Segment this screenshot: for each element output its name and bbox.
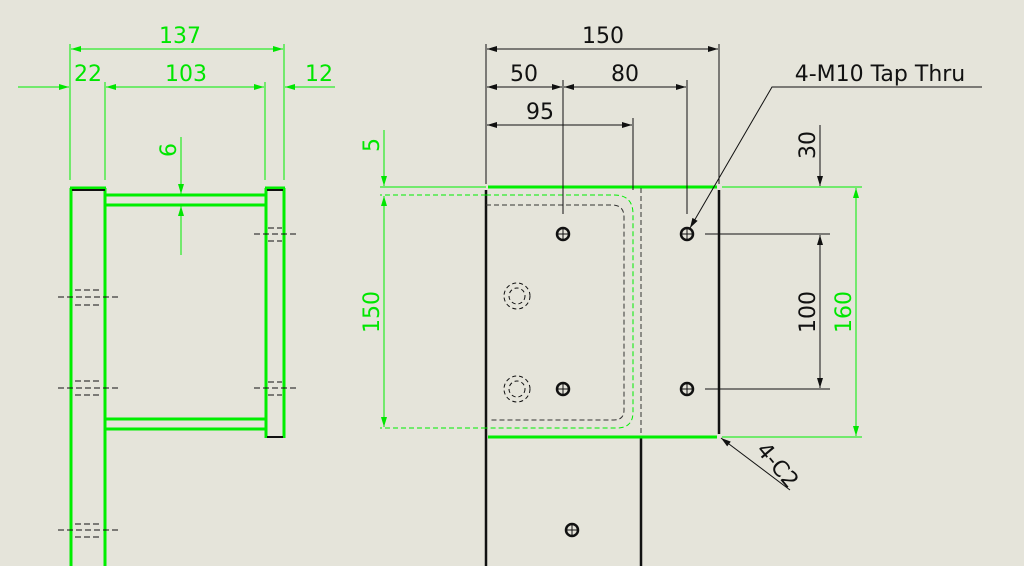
dim-12[interactable]: 12 [305,62,333,87]
hidden-holes [58,227,296,538]
dim-80[interactable]: 80 [611,62,639,87]
dim-6[interactable]: 6 [157,143,182,157]
side-dim-lines [18,44,335,255]
dim-137[interactable]: 137 [159,24,201,49]
dim-22[interactable]: 22 [74,62,102,87]
front-view-outline[interactable] [484,190,721,566]
dim-160[interactable]: 160 [832,291,857,333]
dim-150-height[interactable]: 150 [360,291,385,333]
dim-103[interactable]: 103 [165,62,207,87]
hole-callout[interactable]: 4-M10 Tap Thru [795,62,966,87]
hidden-counterbores [503,282,531,403]
front-green-dim-lines [380,130,862,438]
dim-30[interactable]: 30 [796,131,821,159]
dim-50[interactable]: 50 [510,62,538,87]
side-view[interactable]: 137 22 103 12 6 [18,24,335,566]
dim-5[interactable]: 5 [360,138,385,152]
dim-100[interactable]: 100 [796,291,821,333]
hidden-pocket [380,188,642,436]
dim-150-width[interactable]: 150 [582,24,624,49]
tapped-holes [555,226,695,538]
front-view-edges[interactable] [488,185,717,439]
flange-caps [72,189,283,438]
side-view-body[interactable] [69,186,286,566]
front-dim-lines [485,44,982,491]
dim-95[interactable]: 95 [526,100,554,125]
front-view[interactable]: 150 50 80 95 4-M10 Tap Thru 5 150 30 100… [360,24,982,566]
